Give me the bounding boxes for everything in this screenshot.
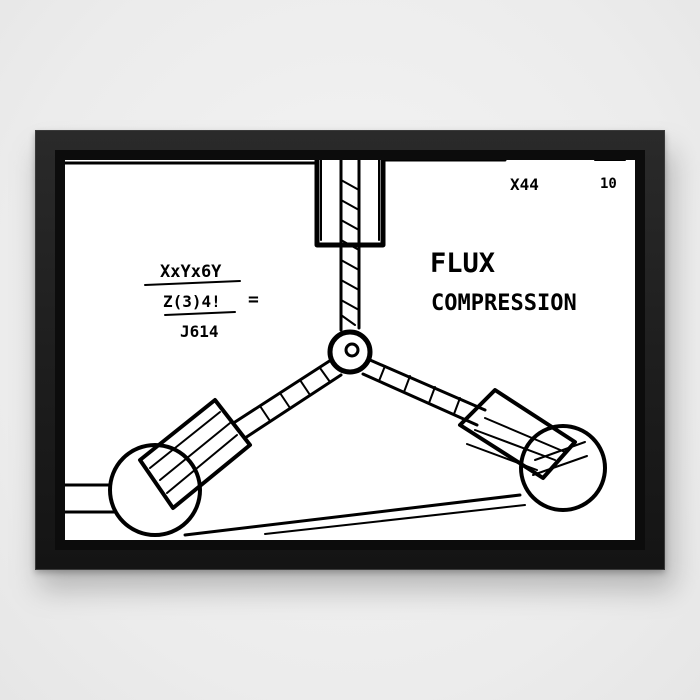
flux-capacitor-sketch: FLUX COMPRESSION XxYx6Y Z(3)4! = J614 X4… [65,160,635,540]
equation-top: XxYx6Y [160,262,222,282]
equation-equals: = [248,289,259,310]
sketch-drawing: FLUX COMPRESSION XxYx6Y Z(3)4! = J614 X4… [65,160,626,537]
corner-note-right: 10 [600,176,617,192]
equation-middle: Z(3)4! [163,292,221,311]
heading-line-2: COMPRESSION [431,291,577,316]
corner-note-left: X44 [510,175,539,194]
black-frame: FLUX COMPRESSION XxYx6Y Z(3)4! = J614 X4… [35,130,665,570]
heading-line-1: FLUX [430,248,495,279]
equation-bottom: J614 [180,322,219,341]
